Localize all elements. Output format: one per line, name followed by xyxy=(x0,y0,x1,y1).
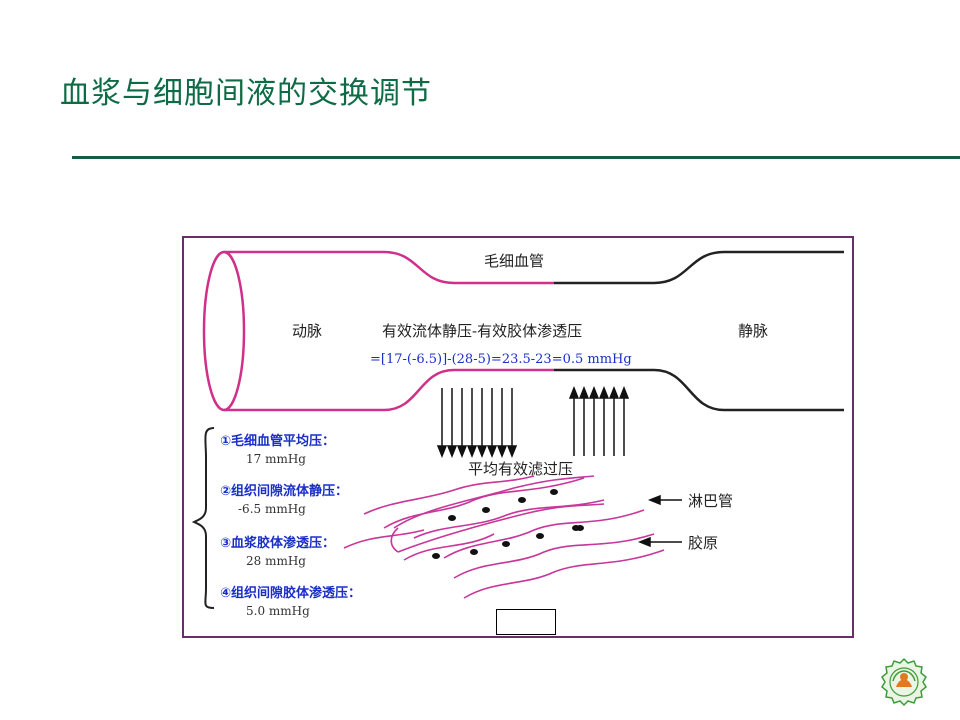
formula-line-1: 有效流体静压-有效胶体渗透压 xyxy=(382,322,583,340)
bracket-brace xyxy=(191,427,215,609)
item-1-label: ①毛细血管平均压： xyxy=(220,434,336,449)
collagen-fibers xyxy=(343,475,665,599)
vein-lower-wall xyxy=(554,368,844,412)
collagen-label: 胶原 xyxy=(688,534,719,552)
capillary-drawing xyxy=(191,250,844,609)
lymphatic-vessel xyxy=(390,475,605,553)
formula-line-2: =[17-(-6.5)]-(28-5)=23.5-23=0.5 mmHg xyxy=(370,352,632,367)
empty-placeholder-box xyxy=(496,609,556,635)
vein-upper-wall xyxy=(554,250,844,285)
item-2-value: -6.5 mmHg xyxy=(238,502,306,516)
lymph-vessel-label: 淋巴管 xyxy=(688,492,734,510)
item-4-label: ④组织间隙胶体渗透压： xyxy=(220,586,362,601)
label-pointers xyxy=(637,494,682,548)
capillary-label: 毛细血管 xyxy=(484,252,545,270)
item-1-value: 17 mmHg xyxy=(246,452,306,466)
artery-label: 动脉 xyxy=(292,322,323,340)
artery-opening xyxy=(202,250,246,412)
slide-title: 血浆与细胞间液的交换调节 xyxy=(60,76,432,111)
arrows-label: 平均有效滤过压 xyxy=(468,460,574,478)
filtration-arrows xyxy=(436,388,518,459)
emblem-logo-icon xyxy=(881,657,927,707)
capillary-exchange-figure: 毛细血管 动脉 有效流体静压-有效胶体渗透压 静脉 =[17-(-6.5)]-(… xyxy=(182,236,854,638)
title-divider xyxy=(72,156,960,159)
item-3-label: ③血浆胶体渗透压： xyxy=(220,536,336,551)
cells xyxy=(432,489,584,559)
vein-label: 静脉 xyxy=(738,322,769,340)
item-4-value: 5.0 mmHg xyxy=(246,604,310,618)
item-2-label: ②组织间隙流体静压： xyxy=(220,484,349,499)
artery-upper-wall xyxy=(224,250,554,285)
reabsorption-arrows xyxy=(568,385,630,456)
item-3-value: 28 mmHg xyxy=(246,554,306,568)
artery-lower-wall xyxy=(224,368,554,412)
